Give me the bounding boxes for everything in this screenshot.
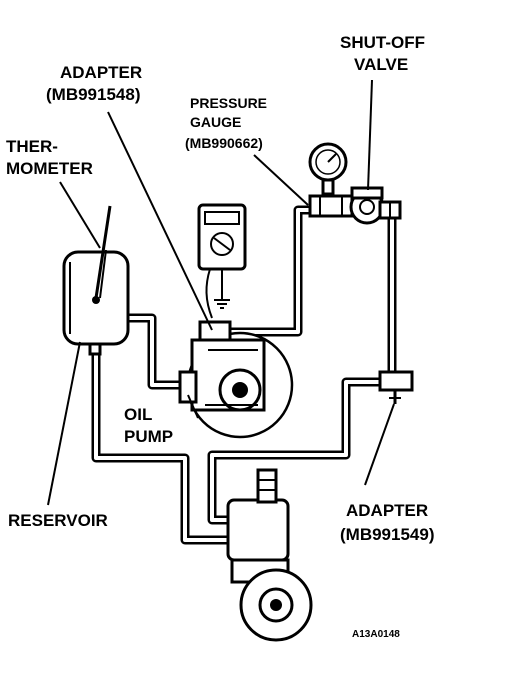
oil-pump-label-1: OIL [124, 405, 152, 424]
pressure-gauge [308, 142, 354, 218]
reservoir-label: RESERVOIR [8, 511, 108, 530]
oil-pump-label-2: PUMP [124, 427, 173, 446]
adapter-top-label-2: (MB991548) [46, 85, 141, 104]
multimeter [197, 203, 247, 319]
thermometer-label-2: MOMETER [6, 159, 93, 178]
oil-pump [178, 320, 294, 439]
leader-lines [47, 79, 395, 506]
shutoff-valve [349, 186, 402, 225]
shutoff-label-2: VALVE [354, 55, 408, 74]
pressure-label-3: (MB990662) [185, 135, 263, 151]
adapter-bottom-label-2: (MB991549) [340, 525, 435, 544]
adapter-bottom-label-1: ADAPTER [346, 501, 428, 520]
steering-gearbox [226, 468, 313, 642]
lower-adapter [378, 370, 414, 404]
pressure-label-1: PRESSURE [190, 95, 267, 111]
pressure-label-2: GAUGE [190, 114, 241, 130]
thermometer-label-1: THER- [6, 137, 58, 156]
figure-code: A13A0148 [352, 629, 400, 640]
thermometer [92, 205, 112, 304]
hose-network [91, 205, 403, 545]
suction-hose [120, 313, 190, 390]
adapter-top-label-1: ADAPTER [60, 63, 142, 82]
shutoff-label-1: SHUT-OFF [340, 33, 425, 52]
